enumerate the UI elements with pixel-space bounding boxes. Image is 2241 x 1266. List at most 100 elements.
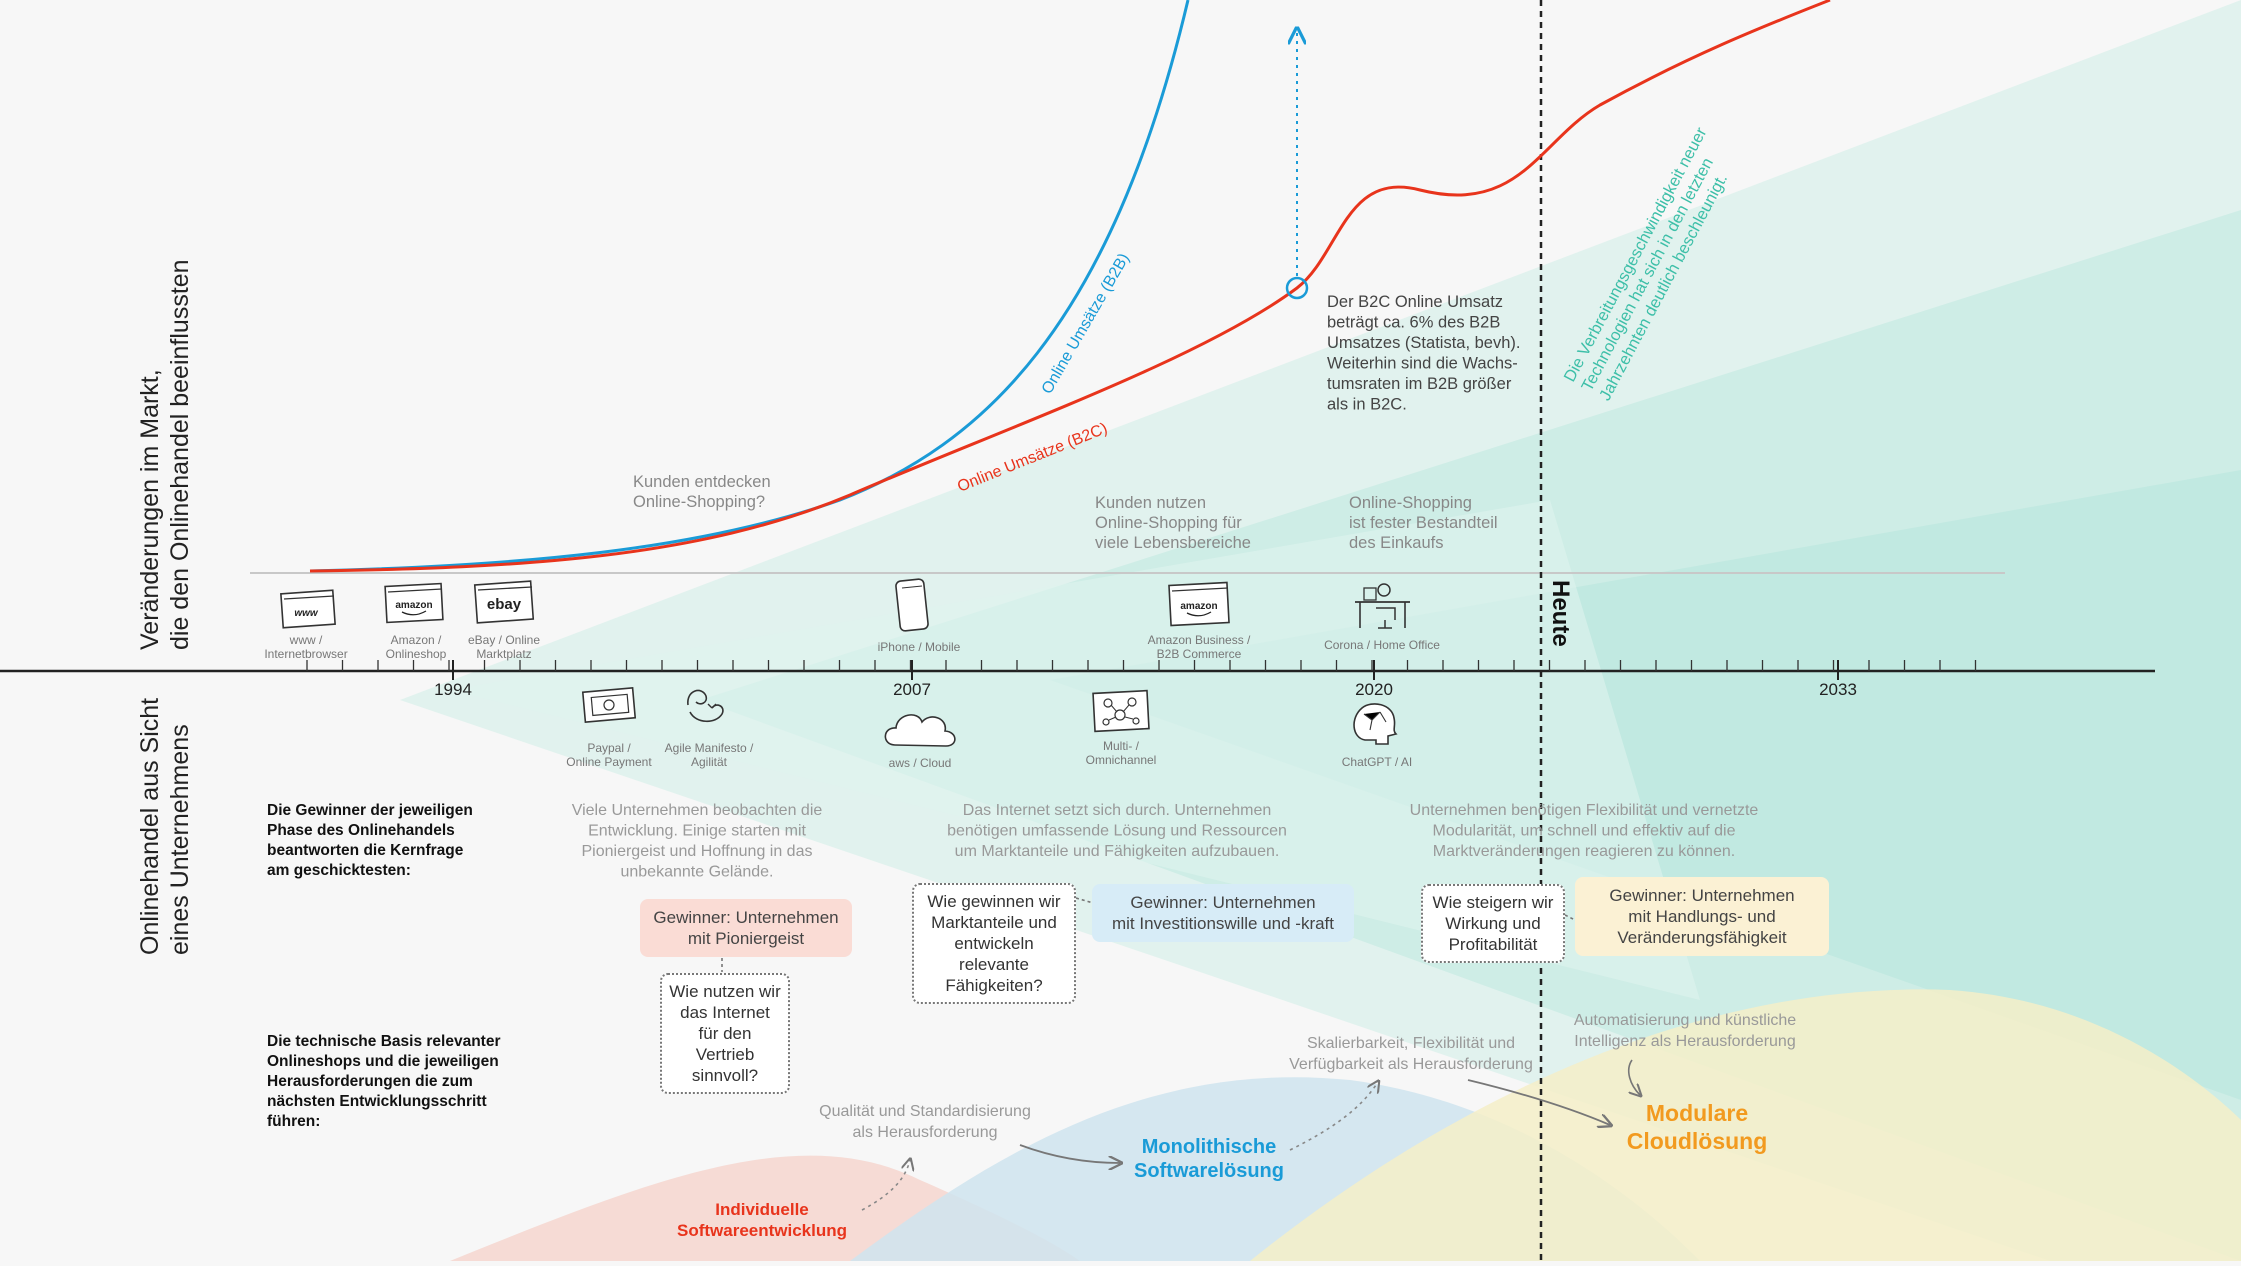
text-line: Die technische Basis relevanter <box>267 1033 500 1050</box>
winner-line: mit Pioniergeist <box>687 929 805 948</box>
text-line: Amazon / <box>391 633 442 647</box>
milestone-label: Corona / Home Office <box>1324 638 1440 652</box>
text-line: Marktveränderungen reagieren zu können. <box>1433 843 1735 860</box>
text-line: Softwarelösung <box>1134 1160 1284 1182</box>
text-line: Individuelle <box>715 1200 809 1219</box>
text-line: als in B2C. <box>1327 396 1407 414</box>
text-line: Omnichannel <box>1086 753 1157 767</box>
milestone-label: www /Internetbrowser <box>264 633 347 661</box>
text-line: Agilität <box>691 755 728 769</box>
text-line: Viele Unternehmen beobachten die <box>572 802 823 819</box>
text-line: Der B2C Online Umsatz <box>1327 293 1503 311</box>
flow-arrow <box>861 1160 910 1211</box>
home-office-icon <box>1355 583 1410 629</box>
y-axis-lower-line1: Onlinehandel aus Sicht <box>136 698 164 955</box>
text-line: Unternehmen benötigen Flexibilität und v… <box>1410 802 1759 819</box>
svg-text:amazon: amazon <box>1180 601 1217 612</box>
milestone-label: ChatGPT / AI <box>1342 755 1412 769</box>
text-line: Multi- / <box>1103 739 1140 753</box>
winner-line: mit Handlungs- und <box>1628 907 1776 926</box>
year-label: 2020 <box>1355 680 1393 699</box>
text-line: benötigen umfassende Lösung und Ressourc… <box>947 823 1287 840</box>
b2b-curve-label: Online Umsätze (B2B) <box>1039 251 1133 397</box>
question-bubble-market-share: Wie gewinnen wir Marktanteile und entwic… <box>912 883 1076 1004</box>
text-line: Verfügbarkeit als Herausforderung <box>1289 1056 1533 1073</box>
winner-box-adaptability: Gewinner: Unternehmen mit Handlungs- und… <box>1575 877 1829 956</box>
agile-icon <box>687 689 724 723</box>
milestone-label: Paypal /Online Payment <box>566 741 652 769</box>
question-line: das Internet <box>680 1003 770 1022</box>
question-line: Wie steigern wir <box>1432 893 1554 912</box>
winner-line: Gewinner: Unternehmen <box>653 908 839 927</box>
today-label: Heute <box>1547 580 1574 647</box>
text-line: Online Payment <box>566 755 652 769</box>
flow-arrow <box>1628 1059 1640 1095</box>
svg-text:amazon: amazon <box>395 600 432 611</box>
text-line: beträgt ca. 6% des B2B <box>1327 314 1500 332</box>
y-axis-upper-line1: Veränderungen im Markt, <box>136 369 164 650</box>
amazon-business-icon: amazon <box>1168 581 1230 627</box>
text-line: Online-Shopping? <box>633 493 765 511</box>
text-line: Intelligenz als Herausforderung <box>1574 1033 1795 1050</box>
text-line: tumsraten im B2B größer <box>1327 375 1512 393</box>
text-line: des Einkaufs <box>1349 534 1443 552</box>
text-line: Modulare <box>1646 1100 1748 1126</box>
flow-arrow <box>1019 1144 1120 1163</box>
milestone-label: iPhone / Mobile <box>878 640 961 654</box>
browser-icon: www <box>280 589 336 629</box>
text-line: Skalierbarkeit, Flexibilität und <box>1307 1035 1515 1052</box>
winner-line: Gewinner: Unternehmen <box>1130 893 1316 912</box>
technology-hills <box>450 989 2241 1261</box>
question-line: sinnvoll? <box>691 1066 759 1085</box>
text-line: unbekannte Gelände. <box>620 864 773 881</box>
text-line: Kunden nutzen <box>1095 494 1206 512</box>
question-bubble-internet: Wie nutzen wir das Internet für den Vert… <box>660 973 790 1094</box>
text-line: viele Lebensbereiche <box>1095 534 1251 552</box>
question-bubble-profitability: Wie steigern wir Wirkung und Profitabili… <box>1421 884 1565 963</box>
text-line: B2B Commerce <box>1157 647 1242 661</box>
text-line: Herausforderungen die zum <box>267 1073 473 1090</box>
question-line: Fähigkeiten? <box>945 976 1043 995</box>
phase-note: Unternehmen benötigen Flexibilität und v… <box>1410 802 1759 860</box>
amazon-icon: amazon <box>384 582 444 624</box>
text-line: beantworten die Kernfrage <box>267 842 464 859</box>
milestone-label: Agile Manifesto /Agilität <box>665 741 754 769</box>
text-line: Pioniergeist und Hoffnung in das <box>582 843 813 860</box>
text-line: Das Internet setzt sich durch. Unternehm… <box>963 802 1272 819</box>
paypal-icon <box>581 687 637 723</box>
text-line: Amazon Business / <box>1148 633 1251 647</box>
time-axis-ticks <box>306 660 1977 680</box>
milestone-label: aws / Cloud <box>889 756 952 770</box>
text-line: Paypal / <box>587 741 631 755</box>
flow-arrow <box>1467 1079 1610 1125</box>
y-axis-lower-line2: eines Unternehmens <box>166 724 194 955</box>
year-label: 1994 <box>434 680 472 699</box>
text-line: nächsten Entwicklungsschritt <box>267 1093 487 1110</box>
text-line: www / <box>289 633 323 647</box>
winner-box-investment: Gewinner: Unternehmen mit Investitionswi… <box>1092 884 1354 942</box>
text-line: Onlineshops und die jeweiligen <box>267 1053 499 1070</box>
ai-head-icon <box>1353 703 1398 745</box>
winner-box-pioneer: Gewinner: Unternehmen mit Pioniergeist <box>640 899 852 957</box>
svg-text:ebay: ebay <box>487 596 522 613</box>
text-line: Marktplatz <box>476 647 531 661</box>
question-line: Profitabilität <box>1448 935 1538 954</box>
b2c-share-note: Der B2C Online Umsatz beträgt ca. 6% des … <box>1327 293 1520 414</box>
text-line: Umsatzes (Statista, bevh). <box>1327 334 1520 352</box>
text-line: Die Gewinner der jeweiligen <box>267 802 473 819</box>
winner-line: mit Investitionswille und -kraft <box>1111 914 1335 933</box>
phase-note: Das Internet setzt sich durch. Unternehm… <box>947 802 1287 860</box>
question-line: Marktanteile und <box>931 913 1057 932</box>
year-label: 2033 <box>1819 680 1857 699</box>
